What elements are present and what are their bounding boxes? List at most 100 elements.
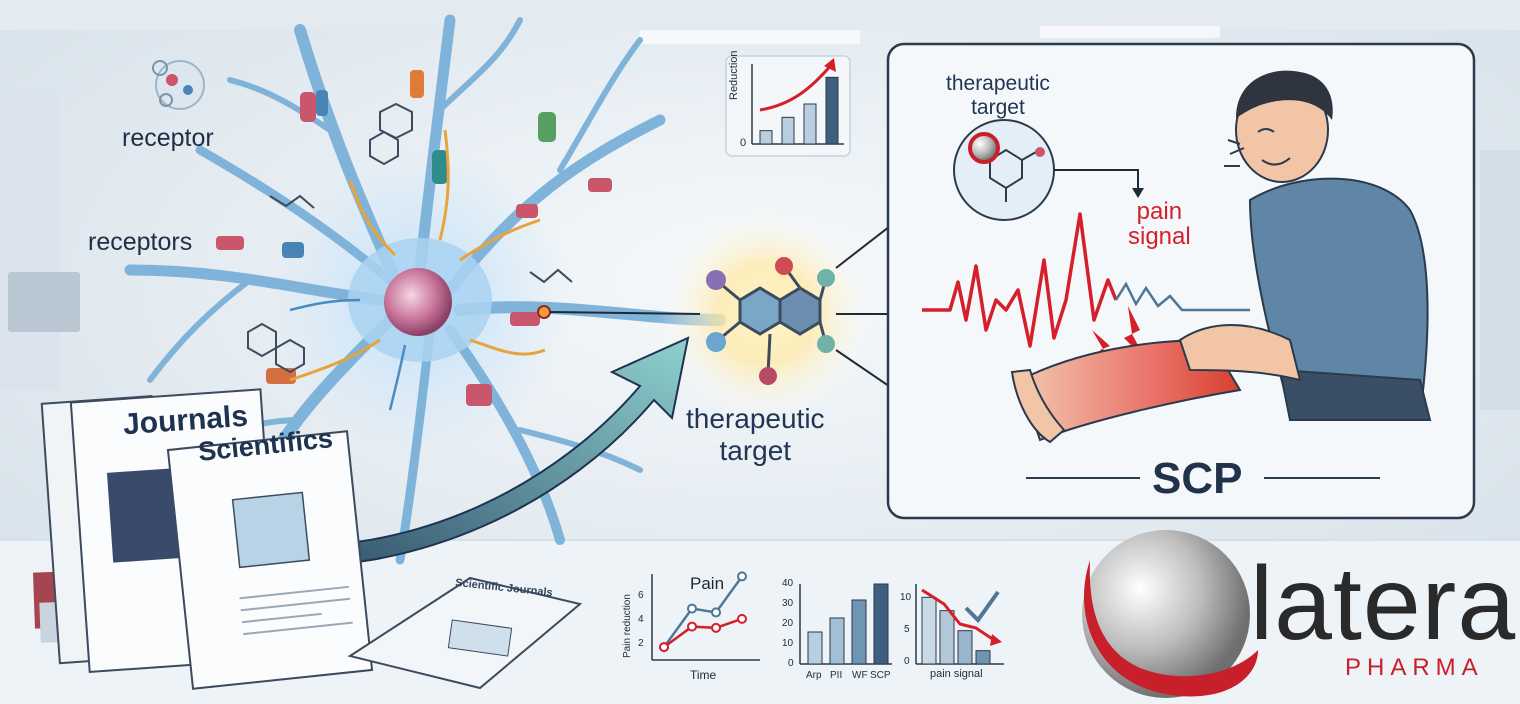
calm-waveform [1114, 281, 1250, 312]
mini1-point [659, 642, 669, 653]
top-chart-trend-line [759, 63, 834, 112]
mini1-series-line [663, 617, 743, 649]
center-target-label: therapeutic target [686, 403, 825, 467]
signal-arrows-blue [289, 298, 407, 411]
mini1-ylabel: Pain reduction [622, 594, 633, 658]
mini1-point [711, 622, 721, 633]
mini2-cat-scp: SCP [870, 670, 891, 681]
journal-scientifics-image [231, 491, 311, 569]
mini3-trend [921, 588, 995, 642]
mini1-point [737, 613, 747, 624]
atom-teal-2 [817, 335, 835, 353]
mini2-bar [873, 583, 889, 665]
molecule-doodle-1 [369, 102, 413, 166]
receptor-red-6 [510, 312, 540, 326]
top-chart [725, 55, 851, 157]
mini2-tick-40: 40 [782, 578, 794, 589]
top-chart-bar [781, 116, 795, 145]
mini1-xlabel: Time [690, 668, 717, 682]
mini1-series-line [662, 575, 744, 648]
panel-molecule-sphere [968, 132, 1000, 164]
mini1-tick-2: 2 [638, 638, 644, 649]
mini1-point [687, 603, 697, 614]
molecule-doodle-2 [247, 322, 305, 374]
top-chart-zero: 0 [740, 137, 747, 149]
receptor-blue-2 [282, 242, 304, 258]
mini2-tick-30: 30 [782, 598, 794, 609]
mini-chart-pain [651, 571, 760, 661]
receptor-blue-1 [316, 90, 328, 116]
mini3-tick-10: 10 [900, 592, 912, 603]
lab-window [0, 90, 60, 390]
mini1-title: Pain [690, 574, 725, 593]
patient-leg [1018, 338, 1242, 442]
mini3-bar [921, 596, 937, 665]
logo-wordmark: lateral [1250, 546, 1520, 662]
mini2-cat-arp: Arp [806, 670, 822, 681]
scp-label: SCP [1152, 454, 1243, 503]
receptors-label: receptors [88, 228, 193, 256]
patient-shorts [1278, 368, 1432, 421]
research-icons [152, 60, 205, 110]
top-chart-bar [803, 103, 817, 145]
panel-pointer-head [1132, 188, 1144, 198]
mini1-tick-4: 4 [638, 614, 644, 625]
signal-arrows [289, 129, 546, 382]
mini1-point [711, 607, 721, 618]
panel-target-circle [953, 119, 1055, 221]
patient-hands [1178, 324, 1302, 382]
receptor-red-1 [300, 92, 316, 122]
panel-pointer [1054, 169, 1139, 190]
atom-purple [706, 270, 726, 290]
molecule-doodle-3 [269, 194, 573, 284]
panel-molecule [989, 148, 1037, 202]
receptor-orange-1 [410, 70, 424, 98]
mini-chart-signal [915, 584, 1004, 665]
logo-subtitle: PHARMA [1345, 654, 1484, 681]
mini3-tick-0: 0 [904, 656, 910, 667]
lab-shelf [1480, 150, 1520, 410]
mini3-xlabel: pain signal [930, 668, 983, 680]
mini2-bar [829, 617, 845, 665]
mini1-point [687, 621, 697, 632]
pain-waveform [922, 212, 1118, 348]
patient-foot [1010, 368, 1066, 444]
panel-target-line-2: target [971, 96, 1025, 119]
pain-signal-line-1: pain [1136, 198, 1183, 225]
neuron [124, 14, 726, 565]
atom-red-2 [759, 367, 777, 385]
signal-point [537, 305, 551, 319]
patient-shirt [1248, 177, 1429, 412]
logo-mark [1082, 530, 1258, 698]
ceiling-light [640, 30, 860, 44]
mini2-cat-pii: PII [830, 670, 843, 681]
mini2-tick-20: 20 [782, 618, 794, 629]
receptor-red-5 [466, 384, 492, 406]
logo-swoosh [1084, 560, 1258, 697]
patient-figure [1010, 70, 1432, 444]
mini3-bar [957, 630, 973, 665]
mini2-tick-0: 0 [788, 658, 794, 669]
top-chart-bar [759, 130, 773, 145]
receptor-teal-1 [432, 150, 448, 184]
mini2-bar [851, 599, 867, 665]
atom-red-1 [775, 257, 793, 275]
lab-monitor [8, 272, 80, 332]
atom-blue [706, 332, 726, 352]
ceiling [0, 0, 1520, 30]
mini-chart-compare [799, 583, 892, 665]
receptor-red-3 [516, 204, 538, 218]
lightning-1 [1092, 330, 1122, 372]
mini3-bar [939, 610, 955, 665]
patient-hair [1236, 70, 1333, 120]
mini3-bar [975, 650, 991, 665]
pain-marks [1224, 139, 1245, 167]
top-chart-trend-arrow [824, 58, 836, 72]
panel-atom [1035, 147, 1045, 157]
top-chart-bar [825, 76, 839, 145]
big-arrow [249, 336, 690, 568]
receptor-label: receptor [122, 124, 214, 152]
ceiling-light-2 [1040, 26, 1220, 38]
magazine-chart [447, 619, 513, 657]
